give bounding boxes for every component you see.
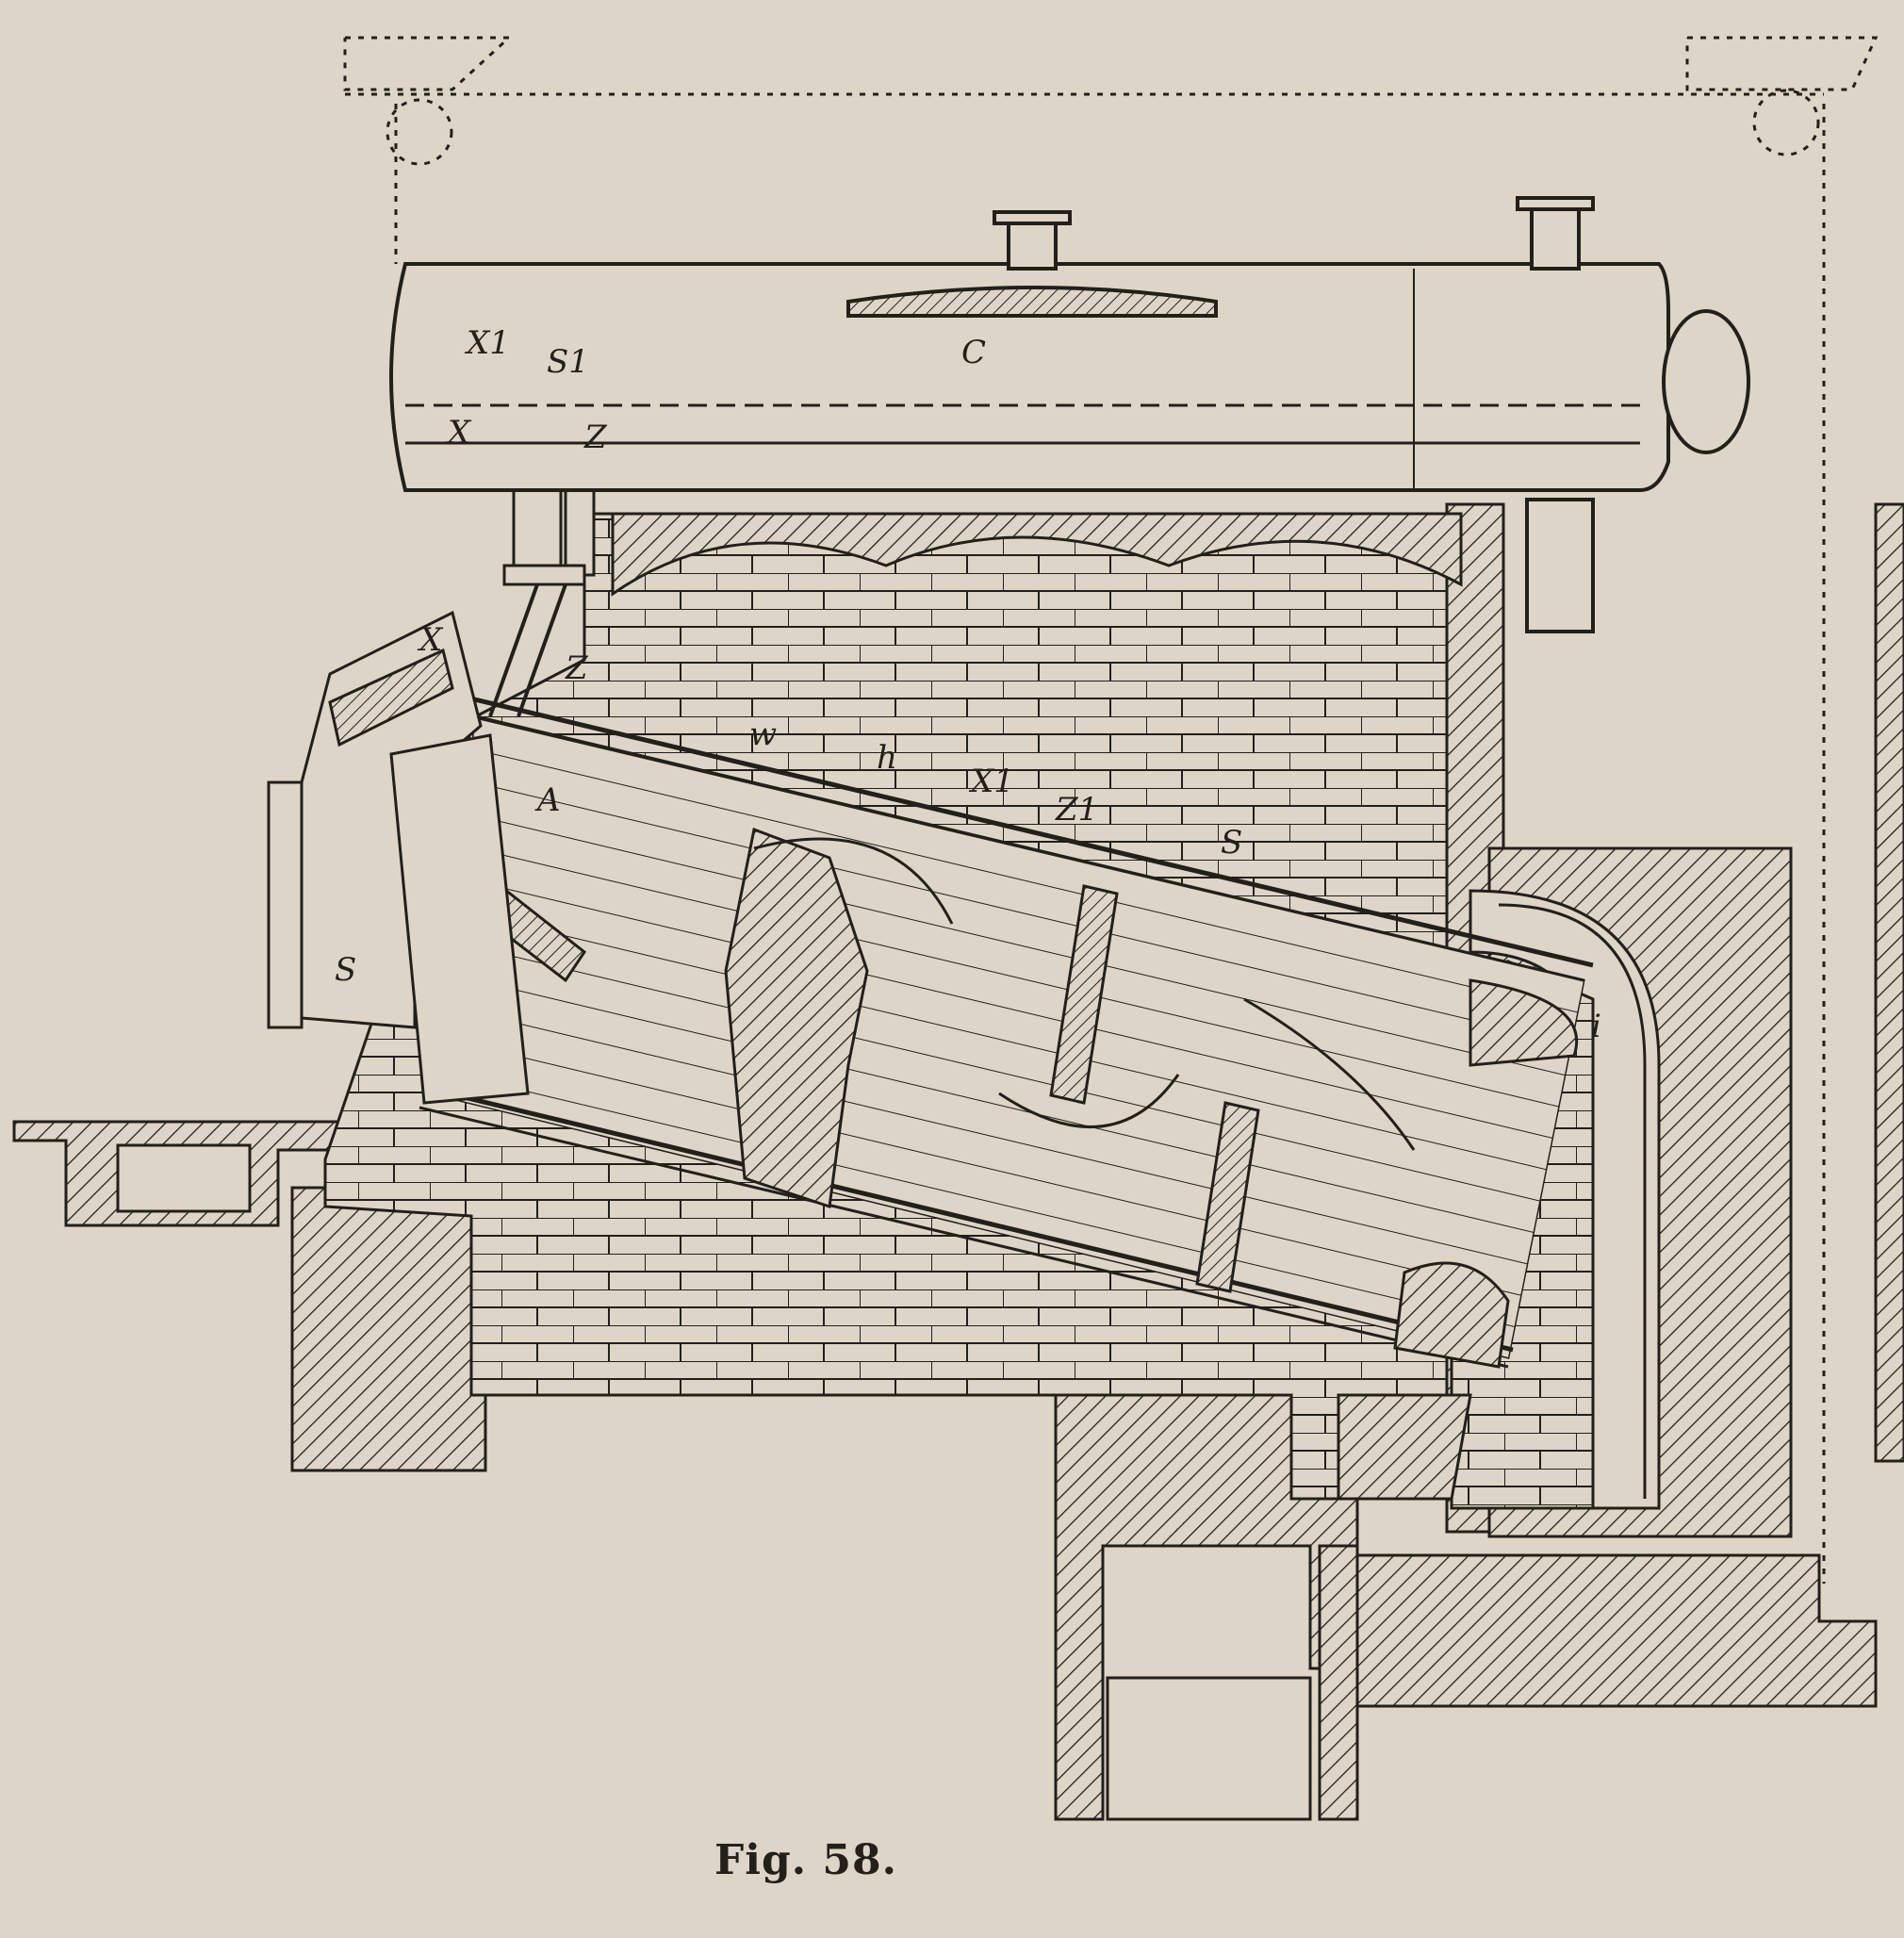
- label-x-tube: X: [445, 414, 472, 452]
- label-s-bottom: S: [335, 951, 356, 989]
- label-x1: X1: [464, 324, 510, 362]
- foundation: [12, 502, 1904, 1821]
- label-s1-top: S1: [547, 343, 589, 381]
- label-x1-mid: X1: [968, 763, 1014, 800]
- label-z-mid: Z: [565, 649, 589, 687]
- part-labels: C X1 S1 X Z X Z w h X1 Z1 S A S i: [335, 324, 1601, 1045]
- crane-frame: [343, 36, 1879, 1584]
- label-z1-mid: Z1: [1055, 791, 1098, 829]
- label-w: w: [749, 715, 777, 753]
- label-z-top: Z: [583, 419, 608, 456]
- figure-caption: Fig. 58.: [714, 1836, 897, 1884]
- label-c: C: [961, 334, 986, 371]
- label-a: A: [534, 781, 561, 819]
- label-s-right: S: [1221, 824, 1242, 862]
- label-h: h: [877, 739, 897, 777]
- front-door-assembly: [267, 610, 587, 1105]
- label-x-left: X: [417, 621, 444, 659]
- top-arches: [611, 512, 1463, 597]
- steam-drum: [389, 196, 1750, 633]
- label-i: i: [1591, 1008, 1601, 1045]
